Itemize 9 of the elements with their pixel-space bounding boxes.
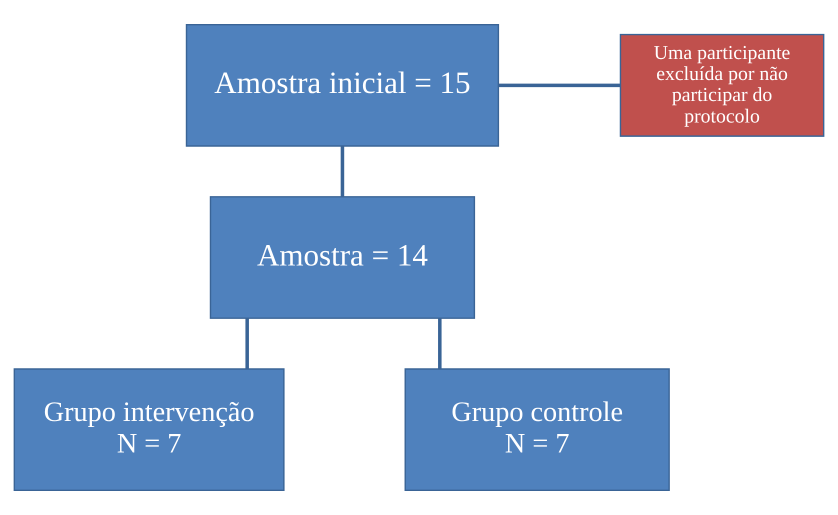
node-box: Amostra = 14	[210, 196, 476, 319]
connector	[438, 318, 442, 369]
node-box: Grupo intervenção N = 7	[14, 368, 285, 492]
node-box: Amostra inicial = 15	[186, 24, 500, 147]
connector	[340, 146, 344, 197]
node-box: Uma participante excluída por não participar do protocolo	[620, 34, 824, 137]
node-box: Grupo controle N = 7	[404, 368, 670, 492]
connector	[245, 318, 249, 369]
connector	[498, 84, 620, 88]
